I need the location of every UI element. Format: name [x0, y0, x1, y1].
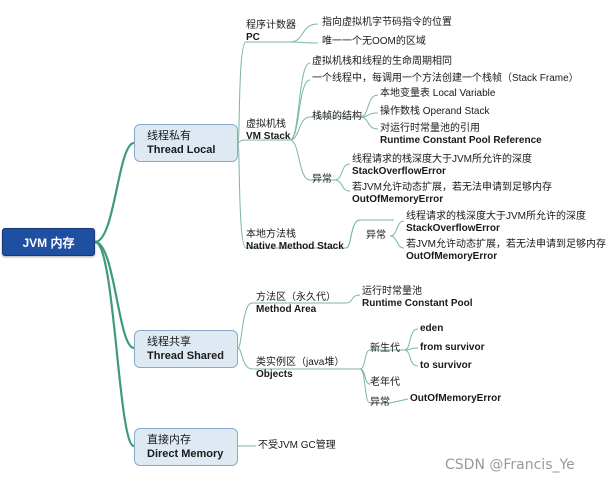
native-stack-zh: 本地方法栈 [246, 229, 296, 240]
link-root-direct-memory [94, 240, 136, 448]
direct-memory-en: Direct Memory [147, 448, 224, 460]
pc-note-1: 指向虚拟机字节码指令的位置 [322, 17, 452, 28]
vm-stack-frame-per-method: 一个线程中，每调用一个方法创建一个栈帧（Stack Frame） [312, 73, 579, 84]
link-native-stack [237, 142, 346, 249]
young-to-survivor: to survivor [420, 360, 472, 371]
pc-zh: 程序计数器 [246, 20, 296, 31]
vm-stack-zh: 虚拟机栈 [246, 119, 286, 130]
native-oom-name: OutOfMemoryError [406, 251, 498, 262]
objects-exception-label: 异常 [370, 397, 390, 408]
link-objects [237, 347, 360, 370]
vm-so-name: StackOverflowError [352, 166, 446, 177]
pc-en: PC [246, 32, 260, 43]
runtime-pool-zh: 运行时常量池 [362, 286, 422, 297]
direct-memory-zh: 直接内存 [147, 434, 191, 446]
native-exception-label: 异常 [366, 230, 386, 241]
runtime-pool-en: Runtime Constant Pool [362, 298, 473, 309]
link-vm-stack [237, 139, 290, 144]
method-area-en: Method Area [256, 304, 317, 315]
frame-structure-label: 栈帧的结构 [312, 111, 362, 122]
vm-so-desc: 线程请求的栈深度大于JVM所允许的深度 [352, 154, 532, 165]
local-variable: 本地变量表 Local Variable [380, 88, 496, 99]
watermark: CSDN @Francis_Ye [445, 457, 575, 473]
link-method-area [237, 302, 346, 349]
native-so-name: StackOverflowError [406, 223, 500, 234]
thread-local-node: 线程私有 Thread Local [134, 124, 238, 162]
young-from-survivor: from survivor [420, 342, 485, 353]
vm-oom-name: OutOfMemoryError [352, 194, 444, 205]
thread-shared-node: 线程共享 Thread Shared [134, 330, 238, 368]
pc-note-2: 唯一一个无OOM的区域 [322, 36, 426, 47]
objects-zh: 类实例区（java堆） [256, 357, 345, 368]
young-eden: eden [420, 323, 444, 334]
old-gen-label: 老年代 [370, 377, 400, 388]
thread-shared-en: Thread Shared [147, 350, 225, 362]
objects-en: Objects [256, 369, 293, 380]
link-root-thread-shared [94, 240, 135, 350]
native-stack-en: Native Method Stack [246, 241, 344, 252]
objects-oom-name: OutOfMemoryError [410, 393, 502, 404]
vm-stack-en: VM Stack [246, 131, 291, 142]
vm-stack-exception-label: 异常 [312, 174, 332, 185]
root-node: JVM 内存 [2, 228, 95, 256]
thread-local-en: Thread Local [147, 144, 216, 156]
native-so-desc: 线程请求的栈深度大于JVM所允许的深度 [406, 211, 586, 222]
vm-stack-lifecycle: 虚拟机栈和线程的生命周期相同 [312, 56, 452, 67]
link-root-thread-local [94, 141, 135, 244]
constant-pool-ref-zh: 对运行时常量池的引用 [380, 123, 480, 134]
thread-local-zh: 线程私有 [147, 130, 191, 142]
direct-memory-note: 不受JVM GC管理 [258, 440, 336, 451]
operand-stack: 操作数栈 Operand Stack [380, 106, 490, 117]
link-pc [237, 41, 290, 144]
direct-memory-node: 直接内存 Direct Memory [134, 428, 238, 466]
native-oom-desc: 若JVM允许动态扩展，若无法申请到足够内存 [406, 239, 606, 250]
thread-shared-zh: 线程共享 [147, 336, 191, 348]
vm-oom-desc: 若JVM允许动态扩展，若无法申请到足够内存 [352, 182, 552, 193]
method-area-zh: 方法区（永久代） [256, 292, 336, 303]
constant-pool-ref-en: Runtime Constant Pool Reference [380, 135, 542, 146]
young-gen-label: 新生代 [370, 343, 400, 354]
